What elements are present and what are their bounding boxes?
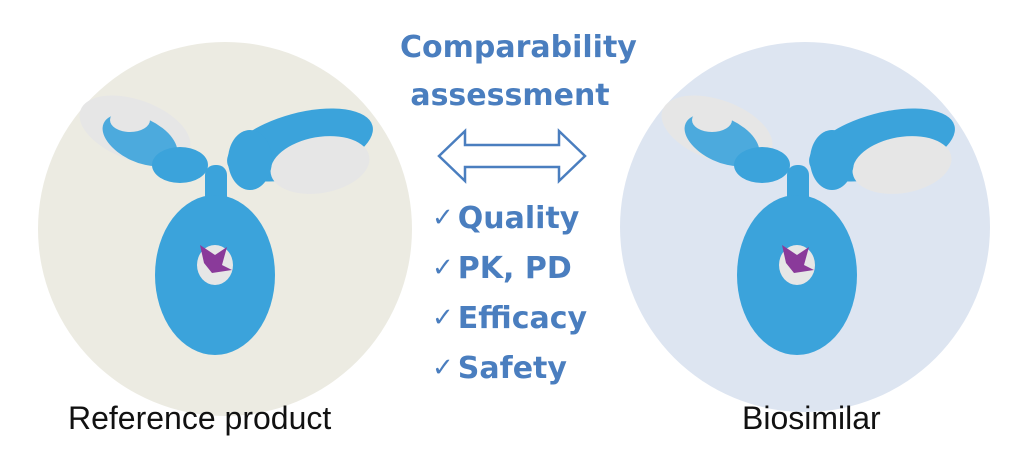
- check-icon: ✓: [432, 303, 454, 333]
- checklist-item-safety: ✓Safety: [432, 343, 587, 393]
- biosimilar-antibody-image: [652, 85, 963, 356]
- double-arrow-icon: [437, 128, 587, 184]
- check-icon: ✓: [432, 353, 454, 383]
- reference-antibody-image: [79, 95, 373, 355]
- title-line-2: assessment: [410, 78, 610, 113]
- checklist-label: Quality: [457, 200, 580, 236]
- reference-product-caption: Reference product: [68, 400, 332, 436]
- assessment-checklist: ✓Quality ✓PK, PD ✓Efficacy ✓Safety: [432, 193, 587, 393]
- title-line-1: Comparability: [400, 30, 637, 65]
- checklist-item-efficacy: ✓Efficacy: [432, 293, 587, 343]
- check-icon: ✓: [432, 253, 454, 283]
- checklist-label: Safety: [457, 350, 567, 386]
- checklist-item-quality: ✓Quality: [432, 193, 587, 243]
- checklist-label: Efficacy: [457, 300, 588, 336]
- check-icon: ✓: [432, 203, 454, 233]
- biosimilar-caption: Biosimilar: [742, 400, 881, 436]
- checklist-label: PK, PD: [457, 250, 572, 286]
- checklist-item-pk-pd: ✓PK, PD: [432, 243, 587, 293]
